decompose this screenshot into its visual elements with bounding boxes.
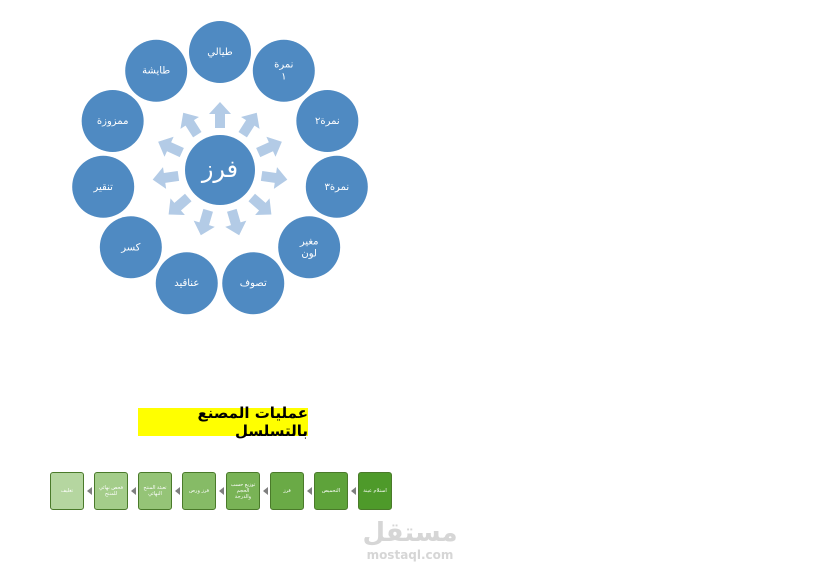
flow-arrow (219, 487, 224, 495)
radial-node-9[interactable]: تنقير (72, 155, 135, 218)
radial-node-label: ممزوزة (97, 116, 129, 127)
radial-node-6[interactable]: تصوف (222, 252, 285, 315)
flow-step-3[interactable]: فرز (270, 472, 304, 510)
radial-node-10[interactable]: ممزوزة (81, 89, 144, 152)
radial-arrow (260, 167, 288, 189)
radial-node-label: لون (301, 248, 317, 259)
radial-node-label: نمرة٣ (324, 182, 349, 193)
flow-step-2[interactable]: التحميص (314, 472, 348, 510)
process-title: عمليات المصنع بالتسلسل (138, 404, 308, 440)
flow-step-7[interactable]: فحص نهائي للمنتج (94, 472, 128, 510)
radial-arrow (225, 208, 247, 236)
radial-node-circle (222, 252, 285, 315)
radial-node-7[interactable]: عناقيد (155, 252, 218, 315)
center-node-label: فرز (201, 155, 238, 183)
radial-arrow (158, 136, 184, 158)
radial-node-circle (252, 39, 315, 102)
flow-step-1[interactable]: استلام عينة (358, 472, 392, 510)
radial-node-circle (278, 216, 341, 279)
flow-step-6[interactable]: تعبئة المنتج النهائي (138, 472, 172, 510)
flow-arrow (87, 487, 92, 495)
radial-node-1[interactable]: طيالي (189, 21, 251, 83)
center-node[interactable]: فرز (185, 135, 255, 205)
radial-node-label: طيالي (207, 47, 232, 58)
radial-node-circle (125, 39, 188, 102)
watermark: مستقل mostaql.com (350, 518, 470, 568)
radial-node-label: كسر (120, 242, 140, 253)
radial-node-label: عناقيد (174, 278, 199, 289)
radial-node-4[interactable]: نمرة٣ (305, 155, 368, 218)
radial-node-label: طايشة (142, 66, 170, 77)
flow-arrow (351, 487, 356, 495)
radial-arrows (152, 102, 288, 236)
radial-arrow (248, 193, 272, 215)
radial-arrow (209, 102, 231, 128)
radial-node-circle (189, 21, 251, 83)
radial-node-label: نمرة٢ (315, 116, 340, 127)
radial-arrow (152, 167, 180, 189)
radial-node-circle (99, 216, 162, 279)
radial-node-label: تصوف (240, 278, 267, 289)
radial-arrow (180, 112, 202, 138)
radial-node-circle (296, 89, 359, 152)
flow-arrow (263, 487, 268, 495)
radial-arrow (256, 136, 282, 158)
flow-arrow (175, 487, 180, 495)
radial-arrow (238, 112, 260, 138)
radial-node-label: ١ (281, 72, 286, 83)
radial-node-3[interactable]: نمرة٢ (296, 89, 359, 152)
flow-step-5[interactable]: فرز ورص (182, 472, 216, 510)
radial-node-circle (81, 89, 144, 152)
flow-arrow (307, 487, 312, 495)
radial-arrow (168, 193, 192, 215)
radial-node-8[interactable]: كسر (99, 216, 162, 279)
radial-node-label: مغير (299, 236, 319, 247)
radial-node-circle (155, 252, 218, 315)
radial-node-circle (72, 155, 135, 218)
radial-node-label: تنقير (92, 182, 113, 193)
radial-node-11[interactable]: طايشة (125, 39, 188, 102)
radial-arrow (193, 208, 215, 236)
flow-arrow (131, 487, 136, 495)
process-flow: استلام عينة التحميص فرز توزيع حسب الحجم وال… (50, 472, 395, 512)
radial-node-label: نمرة (274, 60, 293, 71)
radial-node-circle (305, 155, 368, 218)
flow-step-4[interactable]: توزيع حسب الحجم والدرجة (226, 472, 260, 510)
watermark-arabic: مستقل (362, 518, 458, 548)
flow-step-8[interactable]: تغليف (50, 472, 84, 510)
watermark-english: mostaql.com (366, 548, 454, 562)
center-node-circle (185, 135, 255, 205)
